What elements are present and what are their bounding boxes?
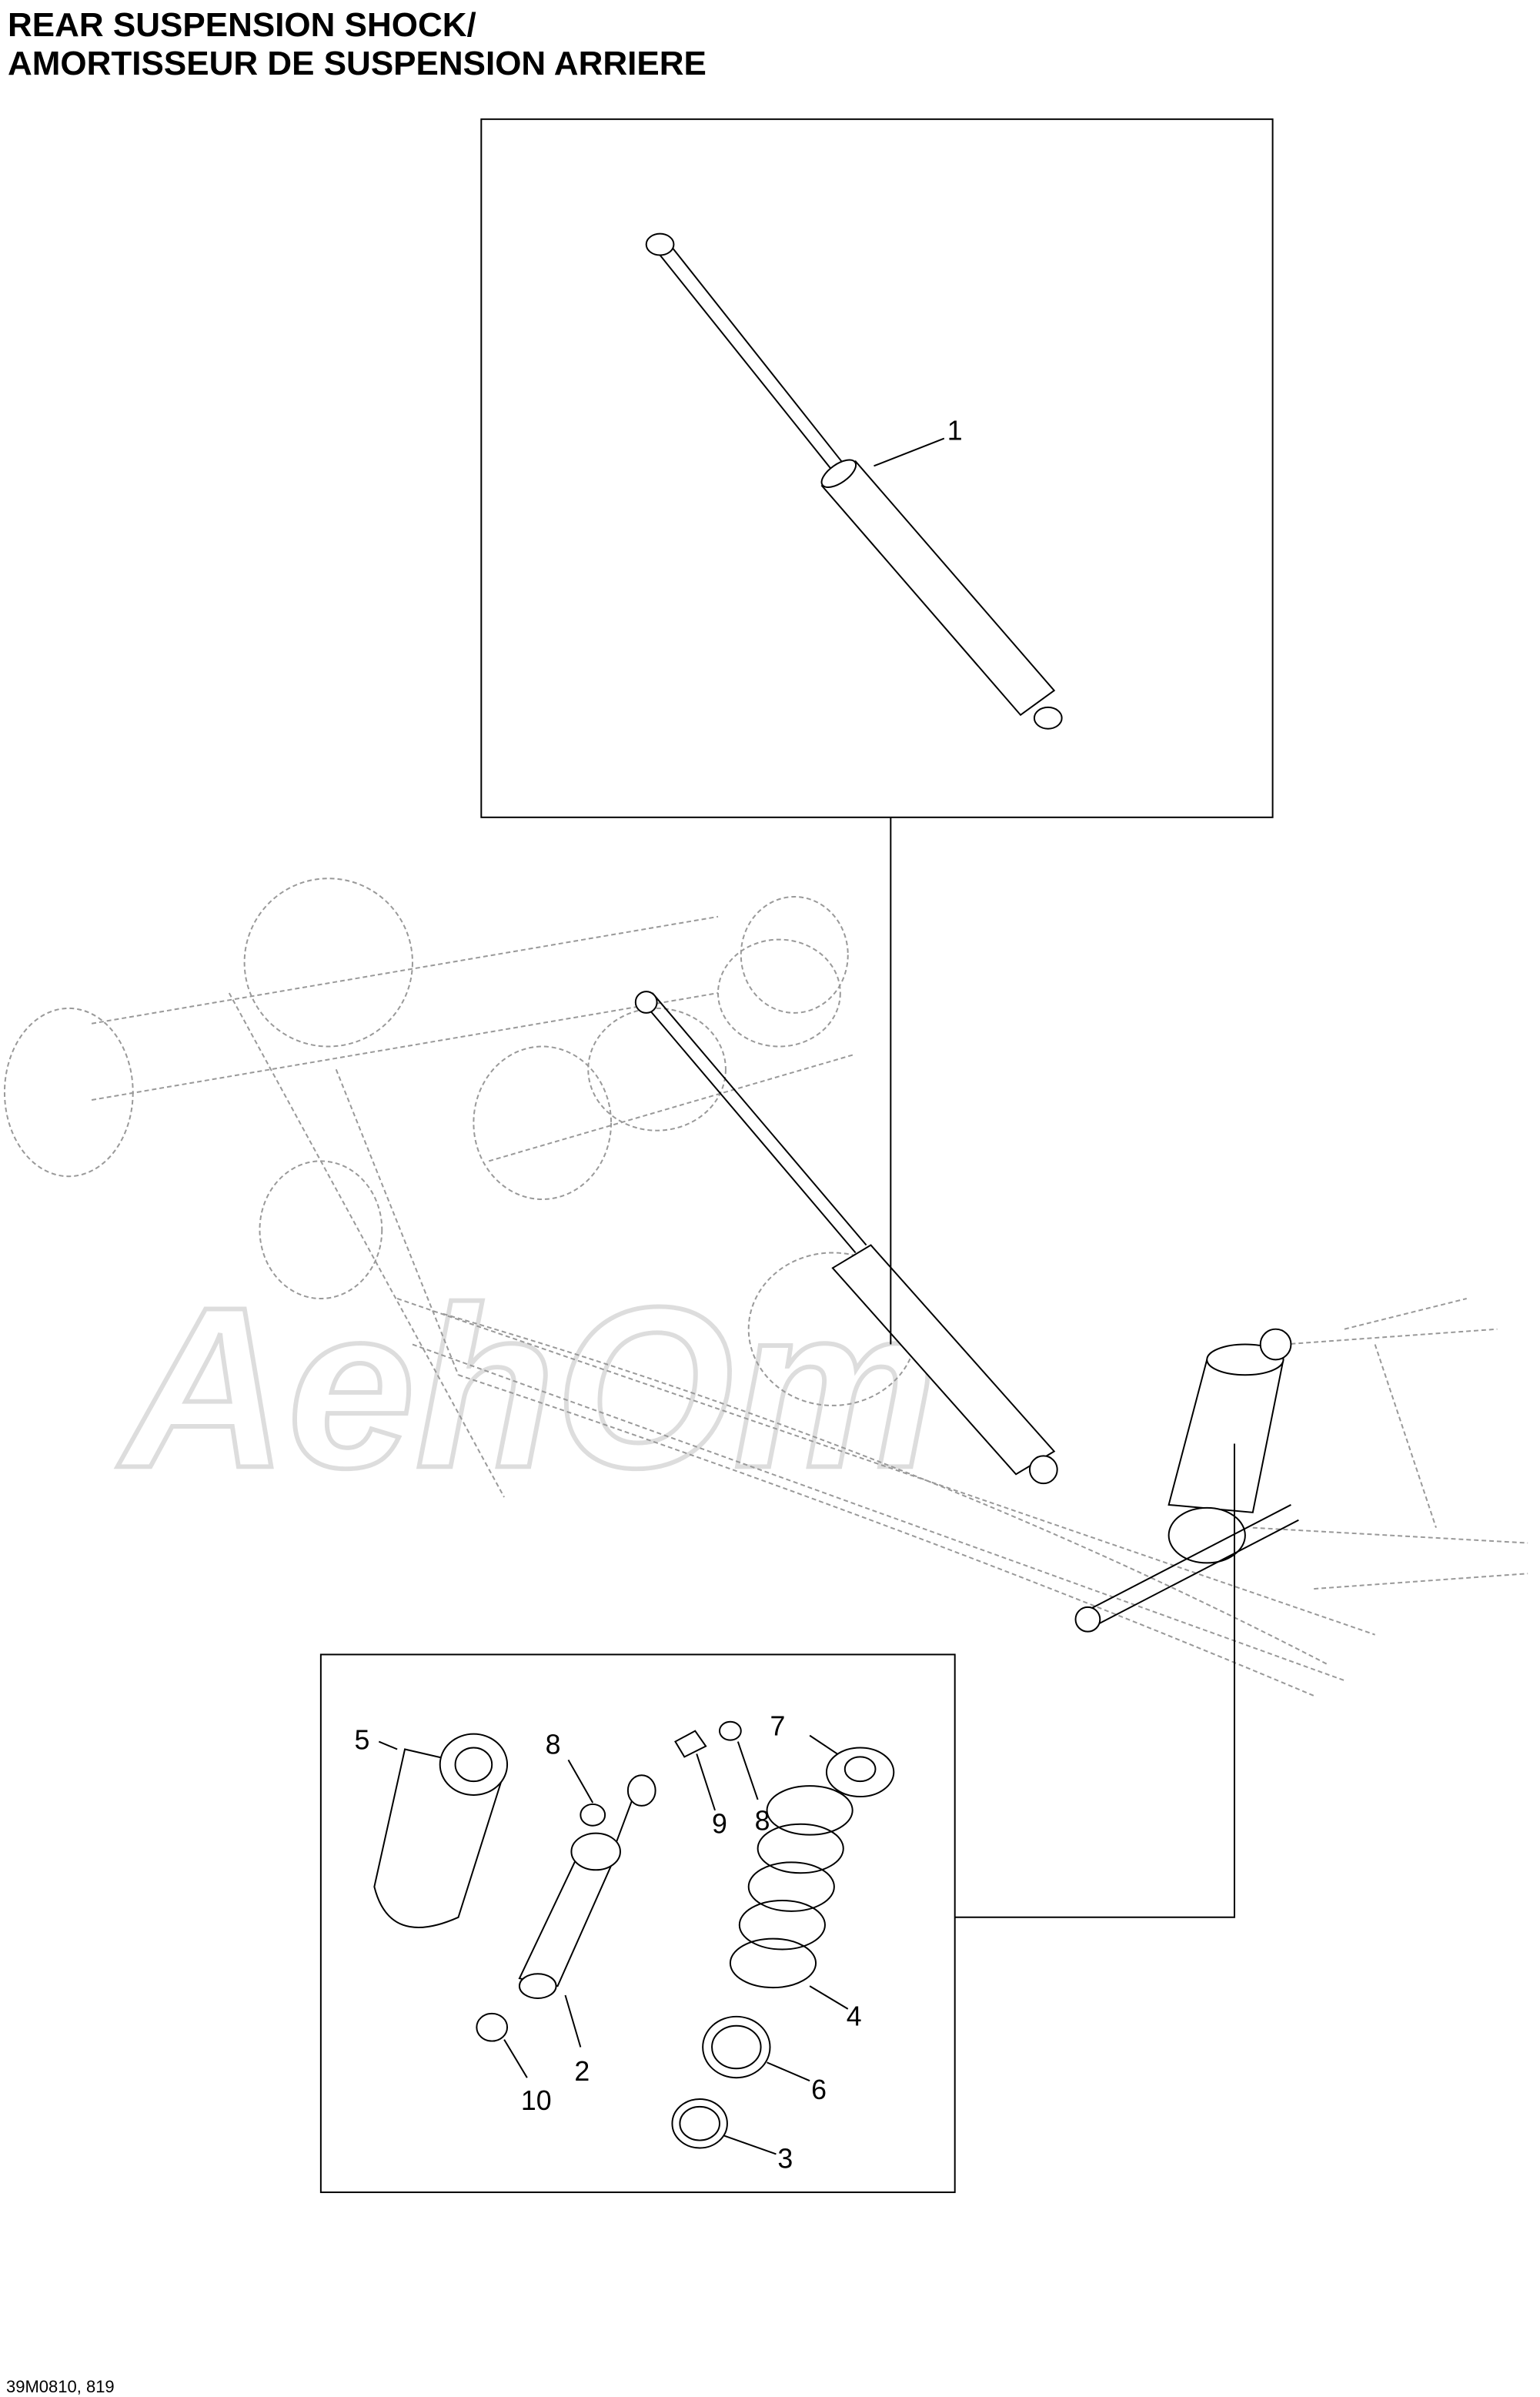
callout-10: 10 <box>521 2085 552 2116</box>
callout-6: 6 <box>811 2074 827 2105</box>
part-6-ring <box>702 2015 771 2079</box>
part-2-shock-body <box>518 1774 656 1999</box>
leader-lines <box>378 1734 849 2155</box>
part-1-shock-absorber <box>645 232 1063 730</box>
part-9-sleeve <box>674 1730 707 1758</box>
part-8-bushing-right <box>718 1720 742 1741</box>
part-10-bushing <box>476 2012 509 2042</box>
installed-shock-2 <box>1074 1328 1299 1633</box>
callout-8-right: 8 <box>755 1806 770 1837</box>
part-4-spring <box>729 1785 854 1989</box>
detail-box-damper <box>480 118 1274 818</box>
connector-bottom <box>954 1443 1235 1918</box>
part-7-spring-seat <box>825 1747 895 1798</box>
watermark-logo: AehOm <box>115 1259 937 1516</box>
title-french: AMORTISSEUR DE SUSPENSION ARRIERE <box>8 45 707 82</box>
installed-shock-1 <box>634 991 1058 1485</box>
part-5-boot <box>373 1733 509 1928</box>
detail-box-shock-assembly <box>319 1653 956 2194</box>
callout-7: 7 <box>770 1711 786 1742</box>
callout-2: 2 <box>574 2056 590 2087</box>
callout-3: 3 <box>777 2143 793 2174</box>
callout-4: 4 <box>847 2001 862 2032</box>
callout-9: 9 <box>712 1809 727 1840</box>
callout-1: 1 <box>947 416 963 446</box>
title-english: REAR SUSPENSION SHOCK/ <box>8 6 476 44</box>
drawing-reference: 39M0810, 819 <box>6 2377 115 2396</box>
callout-8-left: 8 <box>546 1729 561 1760</box>
part-8-bushing-left <box>580 1803 606 1827</box>
part-3-adjuster-nut <box>671 2098 728 2149</box>
leader-line-1 <box>874 437 945 467</box>
suspension-chassis <box>3 878 1528 1697</box>
callout-5: 5 <box>355 1724 370 1755</box>
page-title: REAR SUSPENSION SHOCK/ AMORTISSEUR DE SU… <box>8 6 707 83</box>
